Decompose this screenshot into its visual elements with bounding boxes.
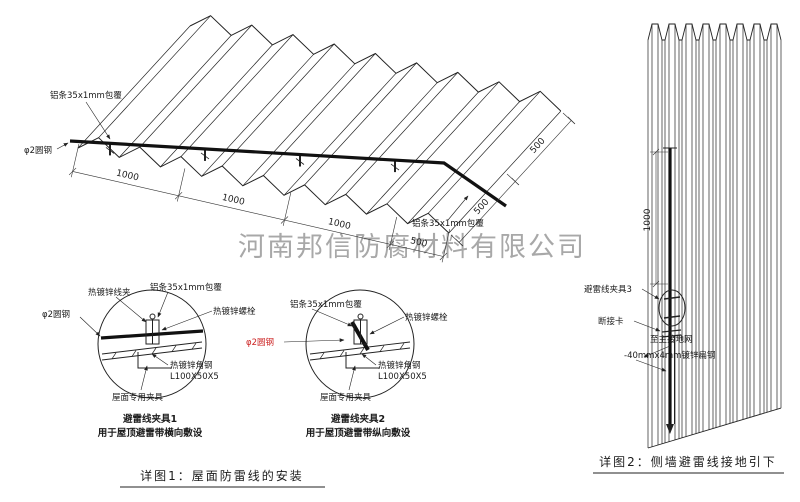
d1-strip-label: 铝条35x1mm包覆 [150, 282, 222, 293]
leader-strip-right [447, 195, 469, 221]
detail-2-circle [305, 289, 415, 399]
d2-angle-label: 热镀锌角钢 [378, 360, 421, 371]
wall-clamp3-label: 避雷线夹具3 [584, 284, 632, 295]
d2-bolt-label: 热镀锌螺栓 [405, 312, 448, 323]
dim-right-1: 500 [472, 197, 491, 217]
d1-clamp-body [145, 319, 160, 345]
d1-angle-label: 热镀锌角钢 [170, 360, 213, 371]
d2-strip-label: 铝条35x1mm包覆 [290, 299, 362, 310]
d1-wire-clip-label: 热镀锌线夹 [88, 287, 131, 298]
wall-disconnect-label: 断接卡 [598, 316, 624, 327]
leader-rod [56, 142, 69, 150]
d1-title: 避雷线夹具1 [123, 413, 177, 425]
detail-1-clamp-view: 热镀锌线夹 铝条35x1mm包覆 热镀锌螺栓 φ2圆钢 热镀锌角钢 L100X5… [42, 282, 256, 439]
detail-2-clamp-view: 铝条35x1mm包覆 热镀锌螺栓 φ2圆钢 热镀锌角钢 L100X50X5 屋面… [246, 289, 448, 439]
d1-angle-steel [137, 352, 172, 369]
d1-subtitle: 用于屋顶避雷带横向敷设 [97, 427, 203, 439]
dim-bottom-2: 1000 [221, 193, 246, 208]
wall-dim-label: 1000 [643, 208, 653, 231]
detail-sheet-linework [101, 341, 411, 361]
roof-rod-label: φ2圆钢 [24, 145, 52, 156]
d2-clamp-body [353, 319, 368, 345]
wall-dimension [650, 148, 668, 288]
d2-roof-clamp-label: 屋面专用夹具 [320, 392, 372, 403]
caption-detail2: 详图2：侧墙避雷线接地引下 [599, 454, 777, 469]
company-watermark: 河南邦信防腐材料有限公司 [238, 232, 586, 263]
leader-strip-top [85, 101, 111, 140]
roof-strip-label-right: 铝条35x1mm包覆 [412, 218, 484, 229]
d2-bolt-head [357, 313, 364, 320]
d1-bolt-head [149, 313, 156, 320]
dim-bottom-4: 500 [409, 236, 428, 250]
roof-right-dimension [450, 112, 576, 247]
disconnect-symbol [661, 329, 682, 338]
wall-down-lead-view: 1000 避雷线夹具3 断接卡 至主接地网 -40mmx4mm镀锌扁钢 [584, 147, 715, 434]
d2-title: 避雷线夹具2 [331, 413, 385, 425]
caption-detail1: 详图1：屋面防雷线的安装 [140, 468, 304, 483]
dim-bottom-1: 1000 [115, 169, 140, 184]
d1-angle-spec-label: L100X50X5 [170, 372, 219, 382]
d2-angle-spec-label: L100X50X5 [378, 372, 427, 382]
clamp-ticks [663, 296, 681, 319]
d2-rod-label: φ2圆钢 [246, 337, 274, 348]
dim-bottom-3: 1000 [327, 217, 352, 232]
roof-strip-label-top: 铝条35x1mm包覆 [50, 90, 122, 101]
roof-lightning-conductor [69, 139, 507, 208]
detail-1-circle [97, 289, 207, 399]
roof-corrugation-linework [77, 15, 562, 234]
d1-bolt-label: 热镀锌螺栓 [213, 306, 256, 317]
detail-marker-circle [658, 289, 686, 327]
d1-rod-label: φ2圆钢 [42, 309, 70, 320]
roof-bottom-dimension [68, 144, 450, 263]
dim-right-2: 500 [529, 136, 548, 156]
wall-corrugation-linework [647, 23, 782, 449]
wall-to-ground-label: 至主接地网 [650, 334, 693, 345]
d1-roof-clamp-label: 屋面专用夹具 [112, 392, 164, 403]
d2-subtitle: 用于屋顶避雷带纵向敷设 [305, 427, 411, 439]
d2-angle-steel [345, 352, 380, 369]
down-arrow-icon [666, 424, 674, 434]
wall-flat-steel-label: -40mmx4mm镀锌扁钢 [624, 350, 715, 361]
